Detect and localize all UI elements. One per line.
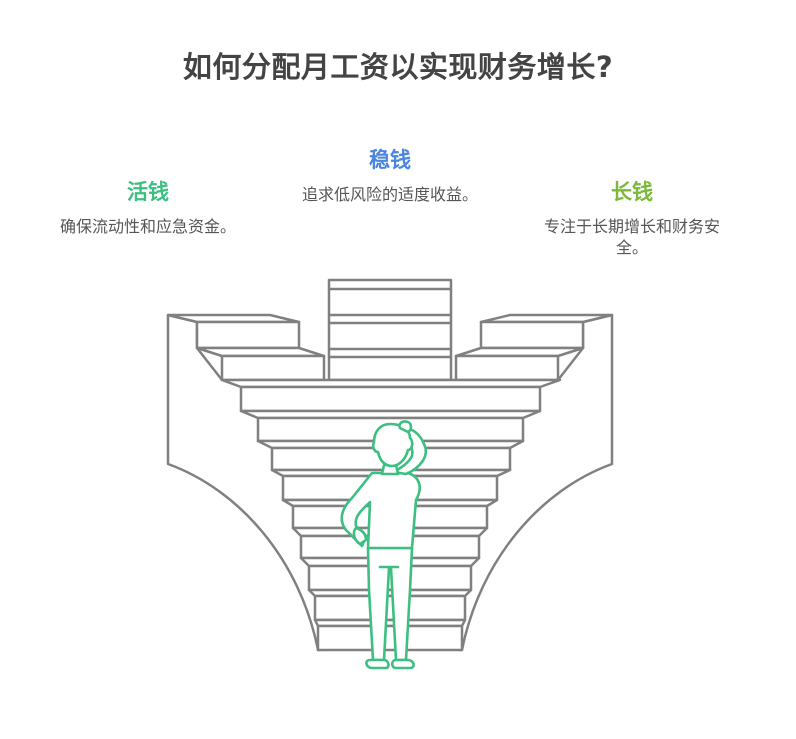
section-heading-stable: 稳钱 (369, 148, 411, 172)
top-center-block (327, 278, 453, 382)
thinking-person-icon (340, 420, 427, 670)
left-upper-steps (166, 313, 326, 382)
section-description-liquid: 确保流动性和应急资金。 (59, 217, 236, 236)
section-description-long: 专注于长期增长和财务安全。 (543, 217, 720, 257)
section-long-money: 长钱 专注于长期增长和财务安全。 (532, 178, 732, 258)
section-heading-long: 长钱 (611, 180, 653, 204)
section-liquid-money: 活钱 确保流动性和应急资金。 (58, 178, 238, 237)
central-steps (220, 378, 562, 652)
section-description-stable: 追求低风险的适度收益。 (301, 185, 478, 204)
section-stable-money: 稳钱 追求低风险的适度收益。 (300, 146, 480, 205)
right-upper-steps (454, 313, 614, 382)
section-heading-liquid: 活钱 (127, 180, 169, 204)
page-title: 如何分配月工资以实现财务增长? (182, 50, 614, 84)
